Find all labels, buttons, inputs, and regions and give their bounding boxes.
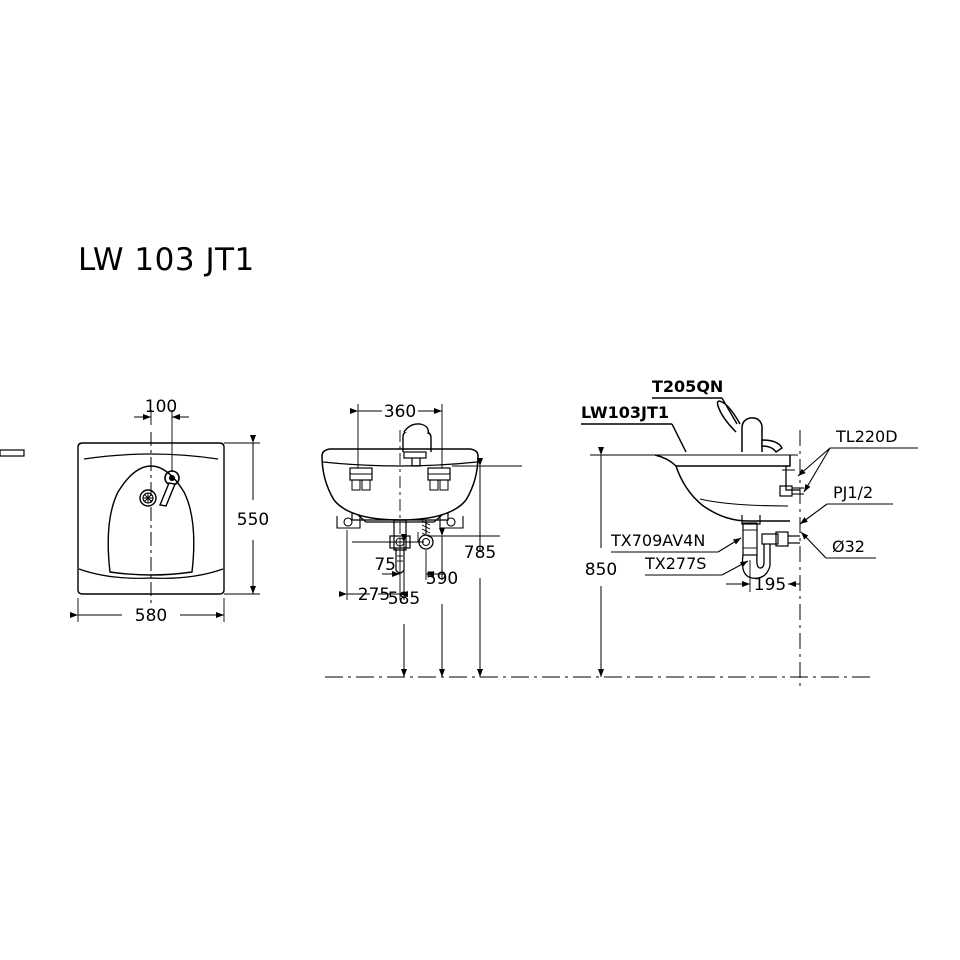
side-waste-boss	[741, 515, 761, 525]
dim-front-height-785: 785	[464, 543, 496, 563]
faucet-side-icon	[0, 400, 783, 457]
faucet-lever-icon	[403, 423, 430, 435]
side-bowl-line	[699, 498, 789, 507]
side-angle-valve-icon	[779, 466, 804, 497]
callout-trap-label: TX277S	[644, 554, 706, 573]
faucet-plan-icon	[159, 470, 180, 507]
front-supply-pipe-icon	[418, 520, 434, 550]
callout-faucet: T205QN	[652, 377, 738, 425]
drain-icon	[139, 489, 157, 507]
callout-trap: TX277S	[644, 554, 749, 576]
plan-outline	[77, 442, 225, 595]
bracket-left-icon	[349, 467, 373, 491]
callout-tailpiece: TX709AV4N	[610, 531, 742, 553]
callout-angle-stop: TL220D	[797, 427, 918, 493]
dim-plan-depth: 550	[237, 510, 269, 530]
callout-thread-label: PJ1/2	[833, 483, 873, 502]
callout-faucet-label: T205QN	[652, 377, 723, 396]
faucet-front-icon	[402, 423, 432, 467]
dim-front-trap-offset: 75	[374, 555, 396, 575]
side-p-trap-icon	[741, 531, 800, 579]
dim-plan-width: 580	[135, 606, 167, 626]
side-view: 850 195 LW103JT1 T205QN TL220D	[0, 377, 918, 690]
callout-basin-label: LW103JT1	[581, 403, 669, 422]
front-rim-line	[322, 461, 478, 467]
dim-front-height-585: 585	[388, 589, 420, 609]
callout-tailpiece-label: TX709AV4N	[610, 531, 705, 550]
callout-thread: PJ1/2	[799, 483, 893, 525]
dim-side-projection: 195	[754, 575, 786, 595]
callout-waste-diameter: Ø32	[800, 531, 876, 559]
plan-back-rim	[83, 453, 219, 460]
side-tailpiece-icon	[742, 522, 758, 556]
page-title: LW 103 JT1	[78, 242, 255, 278]
bracket-right-icon	[427, 467, 451, 491]
faucet-spout-icon	[761, 439, 783, 453]
dim-side-rim-height: 850	[585, 560, 617, 580]
front-fixing-plates	[336, 516, 464, 529]
callout-waste-diameter-label: Ø32	[832, 537, 865, 556]
dim-front-supply-offset: 275	[358, 585, 390, 605]
dim-front-tapholes: 360	[384, 402, 416, 422]
faucet-side-lever-icon	[716, 400, 741, 433]
plan-view: 100 580 550	[70, 397, 269, 626]
callout-basin: LW103JT1	[581, 403, 687, 453]
front-view: 360 75 275 585 590	[321, 402, 870, 678]
side-basin-underside	[675, 465, 790, 522]
dim-plan-faucet-offset: 100	[145, 397, 177, 417]
callout-angle-stop-label: TL220D	[835, 427, 898, 446]
dim-front-height-590: 590	[426, 569, 458, 589]
side-rim-top	[654, 454, 791, 467]
